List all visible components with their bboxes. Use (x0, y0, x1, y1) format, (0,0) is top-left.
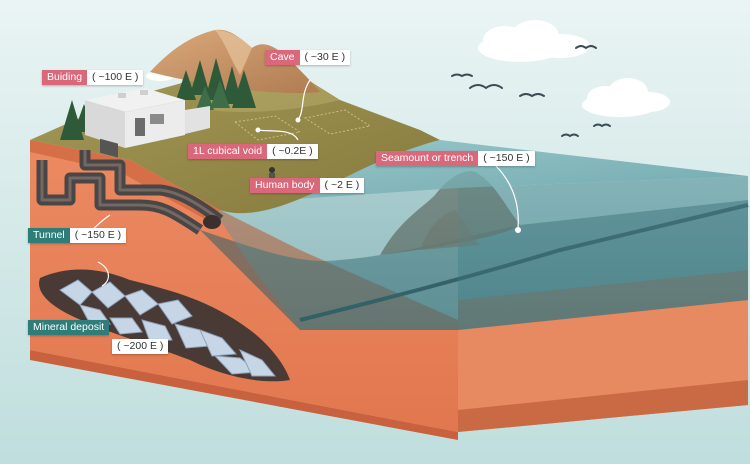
mineral-deposit (39, 269, 291, 382)
cloud-right (582, 78, 670, 117)
label-cave: Cave ( ~30 E ) (265, 50, 351, 65)
cloud-left (478, 20, 590, 62)
label-tunnel-name: Tunnel (28, 228, 70, 243)
label-seamount-value: ( ~150 E ) (478, 151, 535, 166)
cave-entrance (203, 215, 221, 229)
label-tunnel-value: ( ~150 E ) (69, 228, 127, 243)
label-mineral-value-box: ( ~200 E ) (112, 339, 169, 354)
earth-front-face (30, 140, 458, 432)
label-tunnel: Tunnel ( ~150 E ) (28, 228, 127, 243)
label-mineral-value: ( ~200 E ) (112, 339, 169, 354)
label-human-name: Human body (250, 178, 320, 193)
birds (451, 45, 611, 138)
label-seamount-name: Seamount or trench (376, 151, 479, 166)
label-void-name: 1L cubical void (188, 144, 268, 159)
label-mineral-name: Mineral deposit (28, 320, 110, 335)
label-mineral: Mineral deposit (28, 320, 110, 335)
label-cave-name: Cave (265, 50, 300, 65)
label-seamount: Seamount or trench ( ~150 E ) (376, 151, 535, 166)
water-front-right (458, 176, 748, 330)
label-void: 1L cubical void ( ~0.2E ) (188, 144, 318, 159)
void-outline (233, 109, 372, 141)
label-human: Human body ( ~2 E ) (250, 178, 365, 193)
label-human-value: ( ~2 E ) (319, 178, 365, 193)
label-building: Buiding ( ~100 E ) (42, 70, 144, 85)
earth-bottom-edge (30, 350, 458, 440)
label-void-value: ( ~0.2E ) (267, 144, 318, 159)
label-building-value: ( ~100 E ) (87, 70, 144, 85)
building (85, 88, 210, 158)
label-building-name: Buiding (42, 70, 88, 85)
label-cave-value: ( ~30 E ) (299, 50, 351, 65)
water-front-left (210, 188, 458, 330)
earth-right-bottom (458, 380, 748, 432)
